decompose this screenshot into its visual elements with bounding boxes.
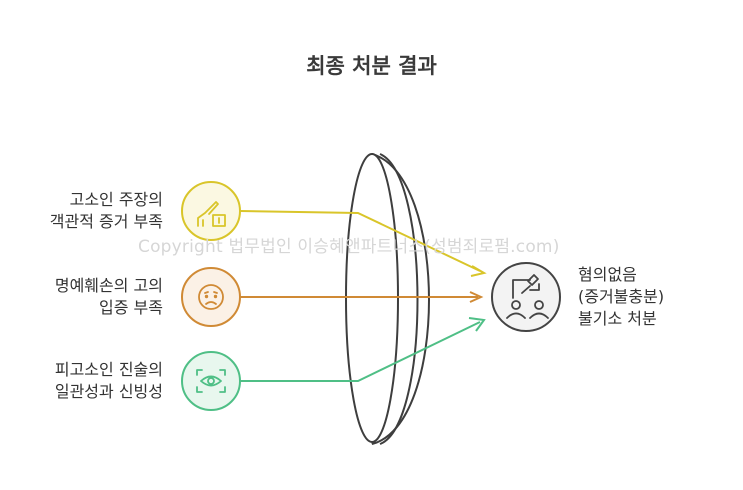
- input-circle-2: [181, 267, 241, 327]
- lens-shape: [345, 153, 430, 445]
- input-label-3: 피고소인 진술의 일관성과 신빙성: [54, 360, 163, 401]
- watermark: Copyright 법무법인 이승혜앤파트너스(성범죄로펌.com): [138, 237, 560, 257]
- input-circle-3: [181, 351, 241, 411]
- input-label-2: 명예훼손의 고의 입증 부족: [54, 276, 163, 317]
- page-title: 최종 처분 결과: [306, 54, 437, 78]
- input-label-1: 고소인 주장의 객관적 증거 부족: [49, 190, 163, 231]
- connector-1: [239, 210, 487, 277]
- worried-face-icon: [198, 284, 224, 310]
- input-circle-1: [181, 181, 241, 241]
- connector-2: [240, 291, 484, 303]
- hand-writing-icon: [197, 201, 226, 227]
- eye-scan-icon: [196, 369, 226, 393]
- result-circle: [491, 262, 561, 332]
- result-label: 혐의없음 (증거불충분) 불기소 처분: [578, 265, 665, 328]
- connector-3: [240, 317, 486, 382]
- judge-people-icon: [506, 274, 549, 319]
